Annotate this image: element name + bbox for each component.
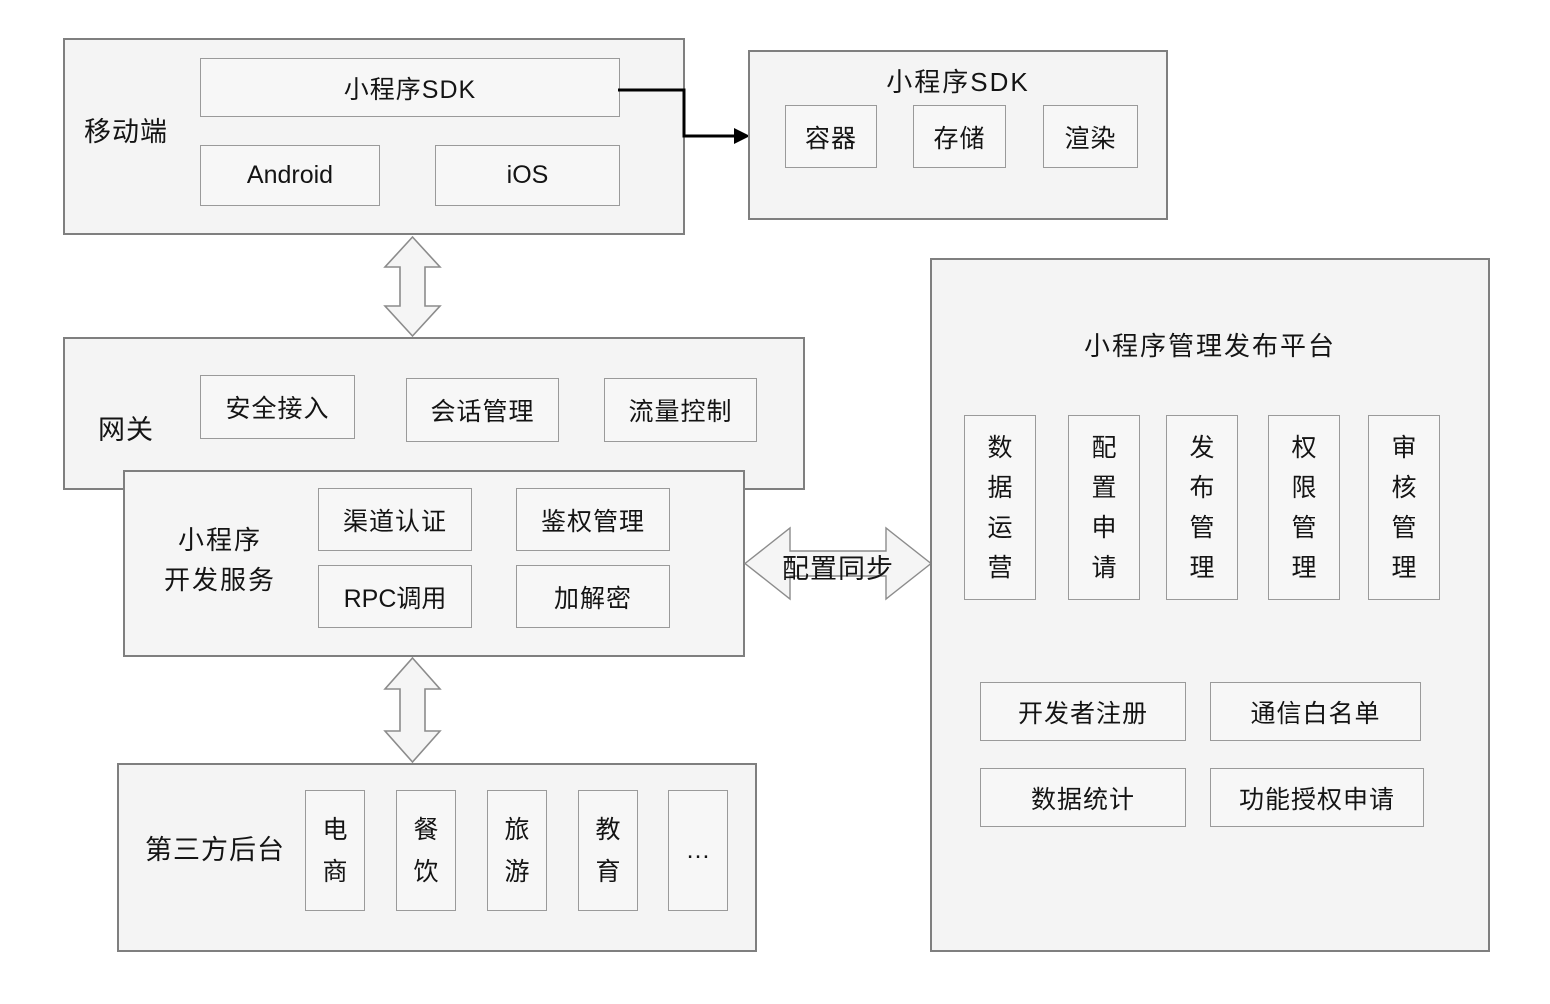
config-sync-label: 配置同步 [782,554,894,584]
auth-mgmt-box: 鉴权管理 [516,488,670,551]
sdk-connector-arrow [618,88,750,144]
audit-mgmt-box: 审核管理 [1368,415,1440,600]
config-apply-box: 配置申请 [1068,415,1140,600]
catering-box: 餐饮 [396,790,456,911]
sdk-detail-title: 小程序SDK [886,67,1030,97]
crypto-box: 加解密 [516,565,670,628]
rpc-call-box: RPC调用 [318,565,472,628]
third-party-label: 第三方后台 [145,835,285,865]
android-box: Android [200,145,380,206]
permission-mgmt-box: 权限管理 [1268,415,1340,600]
mobile-label: 移动端 [84,117,168,147]
session-mgmt-box: 会话管理 [406,378,559,442]
release-mgmt-box: 发布管理 [1166,415,1238,600]
dev-service-label-line1: 小程序 [177,525,262,555]
sdk-container-box: 容器 [785,105,877,168]
ecommerce-box: 电商 [305,790,365,911]
comm-whitelist-box: 通信白名单 [1210,682,1421,741]
dev-service-label-line2: 开发服务 [163,565,276,595]
secure-access-box: 安全接入 [200,375,355,439]
data-ops-box: 数据运营 [964,415,1036,600]
gateway-label: 网关 [98,415,154,445]
ellipsis-box: … [668,790,728,911]
developer-register-box: 开发者注册 [980,682,1186,741]
education-box: 教育 [578,790,638,911]
platform-box [930,258,1490,952]
channel-auth-box: 渠道认证 [318,488,472,551]
dev-thirdparty-arrow [383,656,442,764]
sdk-render-box: 渲染 [1043,105,1138,168]
mobile-sdk-box: 小程序SDK [200,58,620,117]
ios-box: iOS [435,145,620,206]
platform-title: 小程序管理发布平台 [1083,331,1336,361]
mobile-gateway-arrow [383,235,442,338]
travel-box: 旅游 [487,790,547,911]
flow-control-box: 流量控制 [604,378,757,442]
sdk-storage-box: 存储 [913,105,1006,168]
dev-service-label: 小程序 开发服务 [130,520,310,600]
function-auth-box: 功能授权申请 [1210,768,1424,827]
data-stats-box: 数据统计 [980,768,1186,827]
